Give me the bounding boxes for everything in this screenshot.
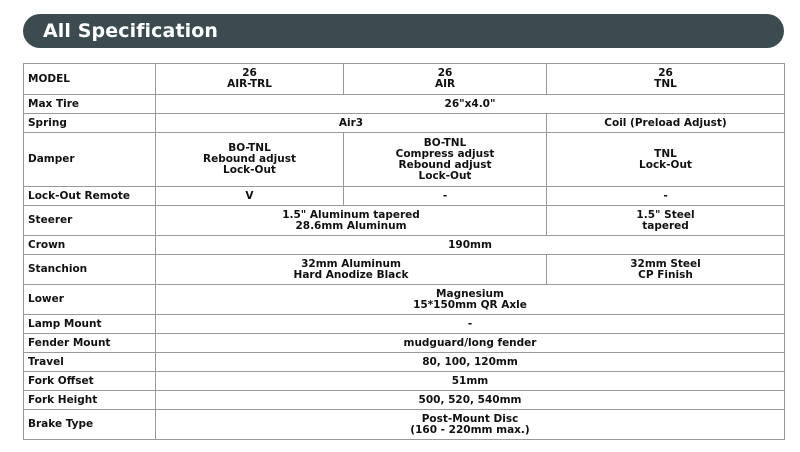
- section-title: All Specification: [43, 20, 219, 42]
- model-header-air-trl: 26 AIR-TRL: [155, 63, 344, 95]
- spring-air-value: Air3: [155, 113, 547, 133]
- model-size: 26: [242, 67, 257, 79]
- model-name: AIR: [434, 78, 456, 90]
- table-row-crown: Crown 190mm: [23, 235, 785, 255]
- row-label: Steerer: [23, 205, 156, 236]
- lamp-mount-value: -: [155, 314, 785, 334]
- model-header-air: 26 AIR: [343, 63, 547, 95]
- model-name: TNL: [654, 78, 677, 90]
- steerer-tnl-text: 1.5" Steel tapered: [636, 208, 695, 232]
- table-row-lockout-remote: Lock-Out Remote V - -: [23, 186, 785, 206]
- row-label: Lamp Mount: [23, 314, 156, 334]
- stanchion-tnl-text: 32mm Steel CP Finish: [630, 257, 701, 281]
- row-label: Damper: [23, 132, 156, 187]
- table-row-lamp-mount: Lamp Mount -: [23, 314, 785, 334]
- row-label: Fender Mount: [23, 333, 156, 353]
- damper-air-trl-value: BO-TNL Rebound adjust Lock-Out: [155, 132, 344, 187]
- fork-height-value: 500, 520, 540mm: [155, 390, 785, 410]
- spring-tnl-value: Coil (Preload Adjust): [546, 113, 785, 133]
- model-size: 26: [658, 67, 673, 79]
- lower-text: Magnesium 15*150mm QR Axle: [413, 287, 527, 311]
- max-tire-value: 26"x4.0": [155, 94, 785, 114]
- travel-value: 80, 100, 120mm: [155, 352, 785, 372]
- row-label: Max Tire: [23, 94, 156, 114]
- row-label: Fork Height: [23, 390, 156, 410]
- lockout-remote-air-value: -: [343, 186, 547, 206]
- lower-value: Magnesium 15*150mm QR Axle: [155, 284, 785, 315]
- brake-type-value: Post-Mount Disc (160 - 220mm max.): [155, 409, 785, 440]
- damper-tnl-text: TNL Lock-Out: [639, 147, 692, 171]
- damper-air-text: BO-TNL Compress adjust Rebound adjust Lo…: [395, 136, 495, 182]
- fender-mount-value: mudguard/long fender: [155, 333, 785, 353]
- table-row-lower: Lower Magnesium 15*150mm QR Axle: [23, 284, 785, 315]
- lockout-remote-tnl-value: -: [546, 186, 785, 206]
- table-row-fork-height: Fork Height 500, 520, 540mm: [23, 390, 785, 410]
- stanchion-air-text: 32mm Aluminum Hard Anodize Black: [293, 257, 409, 281]
- table-row-fender-mount: Fender Mount mudguard/long fender: [23, 333, 785, 353]
- damper-air-value: BO-TNL Compress adjust Rebound adjust Lo…: [343, 132, 547, 187]
- damper-tnl-value: TNL Lock-Out: [546, 132, 785, 187]
- table-row-travel: Travel 80, 100, 120mm: [23, 352, 785, 372]
- row-label: Lower: [23, 284, 156, 315]
- crown-value: 190mm: [155, 235, 785, 255]
- steerer-tnl-value: 1.5" Steel tapered: [546, 205, 785, 236]
- lockout-remote-air-trl-value: V: [155, 186, 344, 206]
- section-header: All Specification: [23, 14, 784, 48]
- specification-table: MODEL 26 AIR-TRL 26 AIR 26 TNL Max Tire …: [23, 63, 785, 440]
- stanchion-tnl-value: 32mm Steel CP Finish: [546, 254, 785, 285]
- row-label: Crown: [23, 235, 156, 255]
- row-label: MODEL: [23, 63, 156, 95]
- row-label: Lock-Out Remote: [23, 186, 156, 206]
- row-label: Spring: [23, 113, 156, 133]
- stanchion-air-value: 32mm Aluminum Hard Anodize Black: [155, 254, 547, 285]
- steerer-air-text: 1.5" Aluminum tapered 28.6mm Aluminum: [282, 208, 420, 232]
- damper-air-trl-text: BO-TNL Rebound adjust Lock-Out: [202, 142, 296, 176]
- model-header-tnl: 26 TNL: [546, 63, 785, 95]
- brake-type-text: Post-Mount Disc (160 - 220mm max.): [410, 412, 530, 436]
- table-row-damper: Damper BO-TNL Rebound adjust Lock-Out BO…: [23, 132, 785, 187]
- table-row-steerer: Steerer 1.5" Aluminum tapered 28.6mm Alu…: [23, 205, 785, 236]
- steerer-air-value: 1.5" Aluminum tapered 28.6mm Aluminum: [155, 205, 547, 236]
- model-name: AIR-TRL: [227, 78, 272, 90]
- fork-offset-value: 51mm: [155, 371, 785, 391]
- row-label: Fork Offset: [23, 371, 156, 391]
- table-row-spring: Spring Air3 Coil (Preload Adjust): [23, 113, 785, 133]
- table-row-model: MODEL 26 AIR-TRL 26 AIR 26 TNL: [23, 63, 785, 95]
- table-row-max-tire: Max Tire 26"x4.0": [23, 94, 785, 114]
- row-label: Stanchion: [23, 254, 156, 285]
- table-row-stanchion: Stanchion 32mm Aluminum Hard Anodize Bla…: [23, 254, 785, 285]
- table-row-brake-type: Brake Type Post-Mount Disc (160 - 220mm …: [23, 409, 785, 440]
- row-label: Travel: [23, 352, 156, 372]
- row-label: Brake Type: [23, 409, 156, 440]
- table-row-fork-offset: Fork Offset 51mm: [23, 371, 785, 391]
- model-size: 26: [437, 67, 453, 79]
